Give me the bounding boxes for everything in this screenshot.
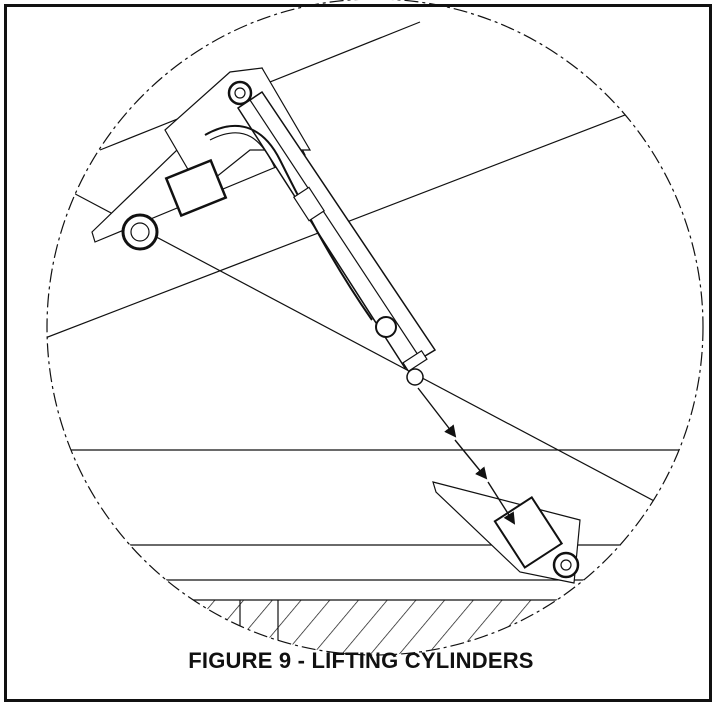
hose-fitting: [292, 186, 326, 222]
cylinder-body: [236, 90, 437, 370]
rod-end: [402, 349, 428, 373]
hose-connector: [375, 316, 397, 338]
rod-eye: [406, 368, 424, 386]
cylinder-top-pin-inner: [234, 87, 246, 99]
detail-view: [47, 21, 703, 655]
install-arrow-lower: [487, 481, 516, 525]
cylinder-centerline: [249, 99, 421, 359]
detail-circle-outline: [46, 0, 704, 656]
figure-caption: FIGURE 9 - LIFTING CYLINDERS: [188, 648, 534, 673]
install-arrow-middle: [454, 439, 488, 480]
figure-frame: [4, 4, 712, 702]
hydraulic-hose: [204, 125, 373, 321]
hydraulic-hose-inner: [209, 132, 276, 169]
frame-rail-lower: [47, 89, 691, 341]
square-tube-section: [164, 158, 228, 218]
install-arrow-upper: [417, 387, 457, 438]
pivot-bolt-lower-inner: [130, 222, 150, 242]
lower-pivot-pin-inner: [560, 559, 572, 571]
